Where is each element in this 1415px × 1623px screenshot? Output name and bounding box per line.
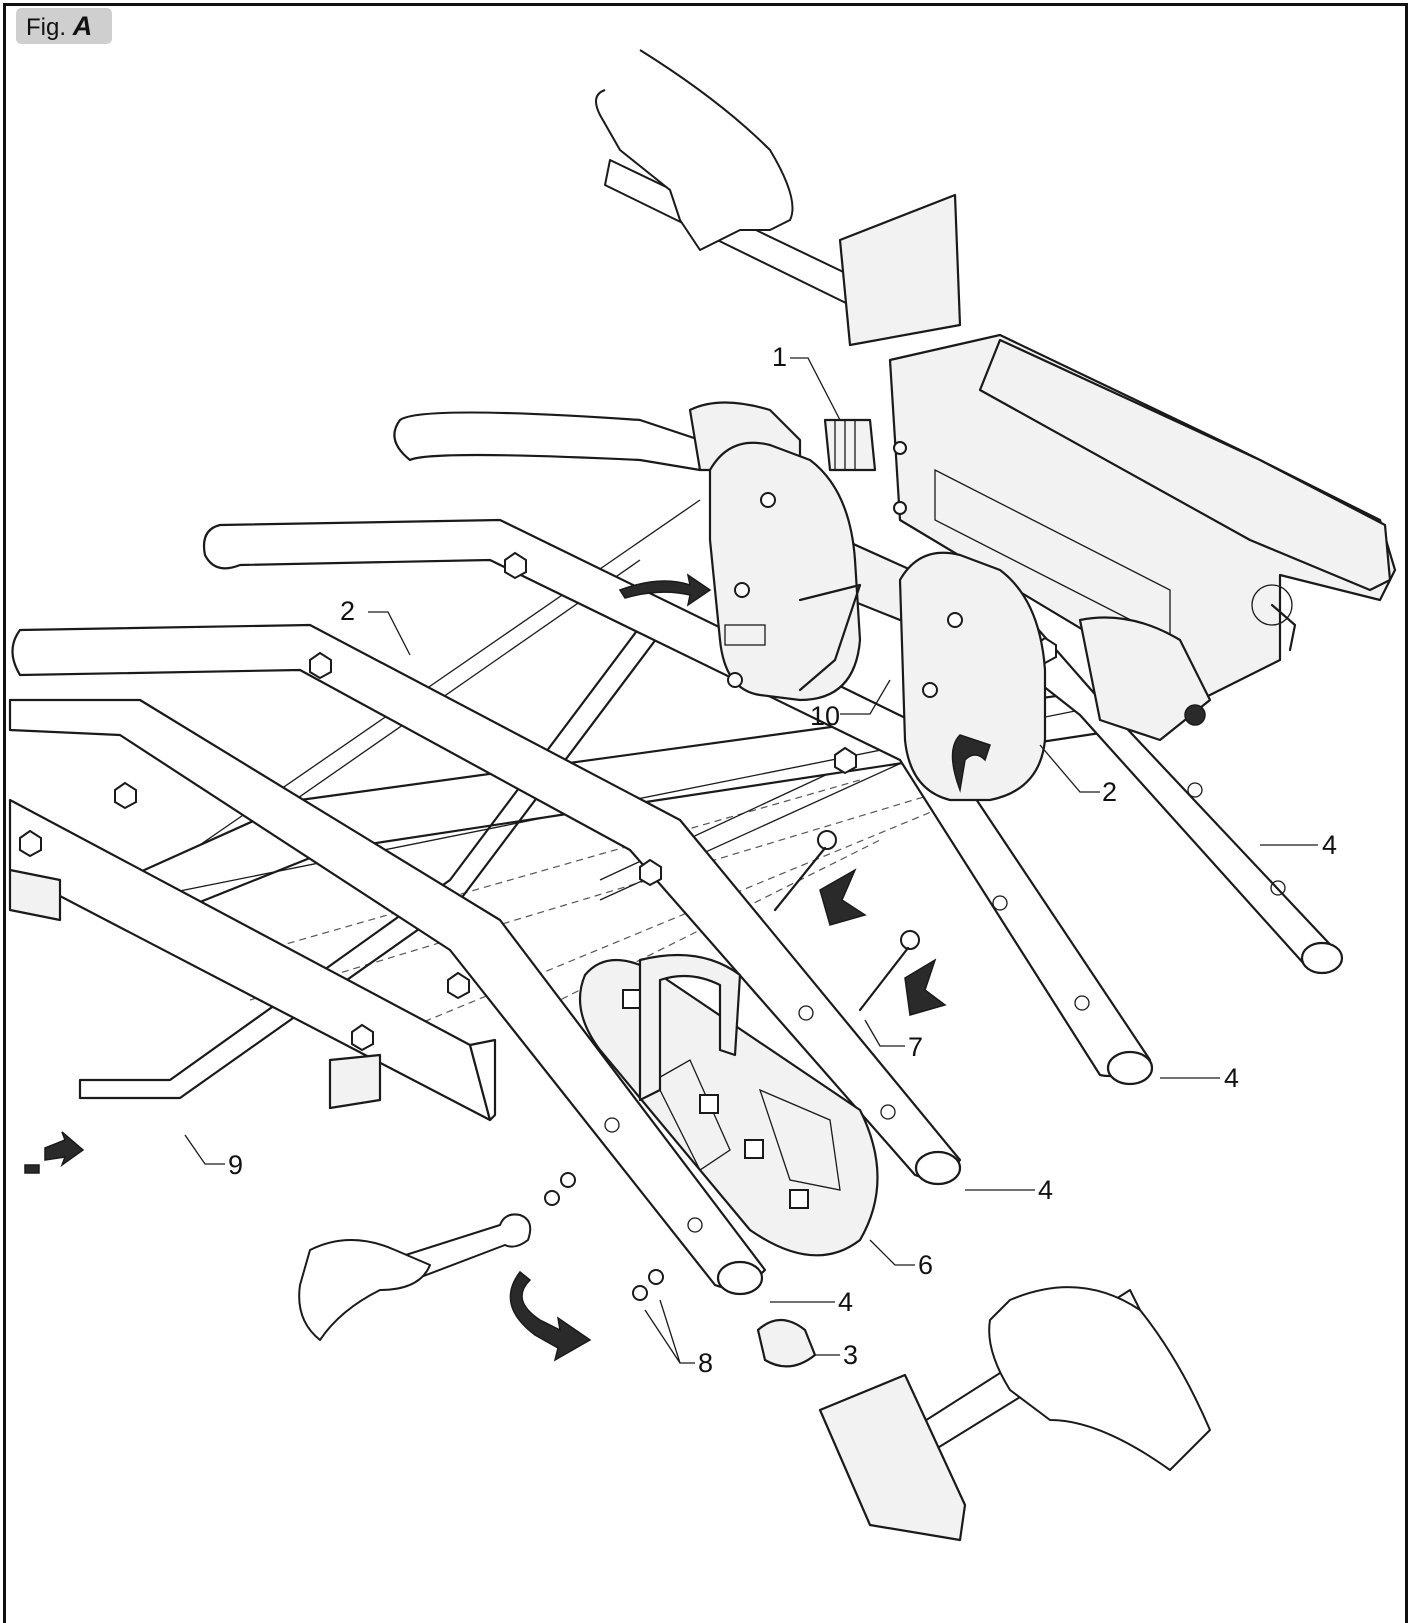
figure-badge-prefix: Fig. [26,14,67,41]
callout-4-upper: 4 [1224,1063,1239,1093]
strap [638,953,742,1102]
callout-9: 9 [228,1150,243,1180]
wrench [298,1213,532,1341]
callout-8: 8 [698,1348,713,1378]
arm-holes [604,782,1286,1233]
callout-10: 10 [810,701,840,731]
callout-3: 3 [843,1340,858,1370]
callout-6: 6 [918,1250,933,1280]
figure-frame [3,3,1408,1623]
end-cap-3 [756,1318,817,1368]
callout-4-lower: 4 [838,1287,853,1317]
callout-1: 1 [772,342,787,372]
clamp-plate-left [708,441,862,702]
callout-labels: 1 2 2 3 4 4 4 4 6 7 8 9 10 [228,342,1337,1378]
clamp-plate-right [898,551,1047,802]
callout-2-lower: 2 [1102,777,1117,807]
nuts-8 [544,1172,664,1301]
figure-badge-letter: A [72,11,93,41]
arm-4-middle [11,623,962,1186]
callout-4-middle: 4 [1038,1175,1053,1205]
rear-arm-top [393,411,702,472]
coupling-housing [888,333,1397,702]
callout-2-upper: 2 [340,596,355,626]
hammer-top [595,49,962,347]
motion-arrows [24,573,991,1362]
callout-7: 7 [908,1032,923,1062]
figure-badge: Fig. A [16,8,112,44]
bolt-7 [773,830,920,1012]
callout-4-right: 4 [1322,830,1337,860]
leader-lines [184,357,1318,1364]
lever-10 [798,583,862,692]
block-1 [823,418,877,472]
hammer-bottom [818,1286,1211,1542]
